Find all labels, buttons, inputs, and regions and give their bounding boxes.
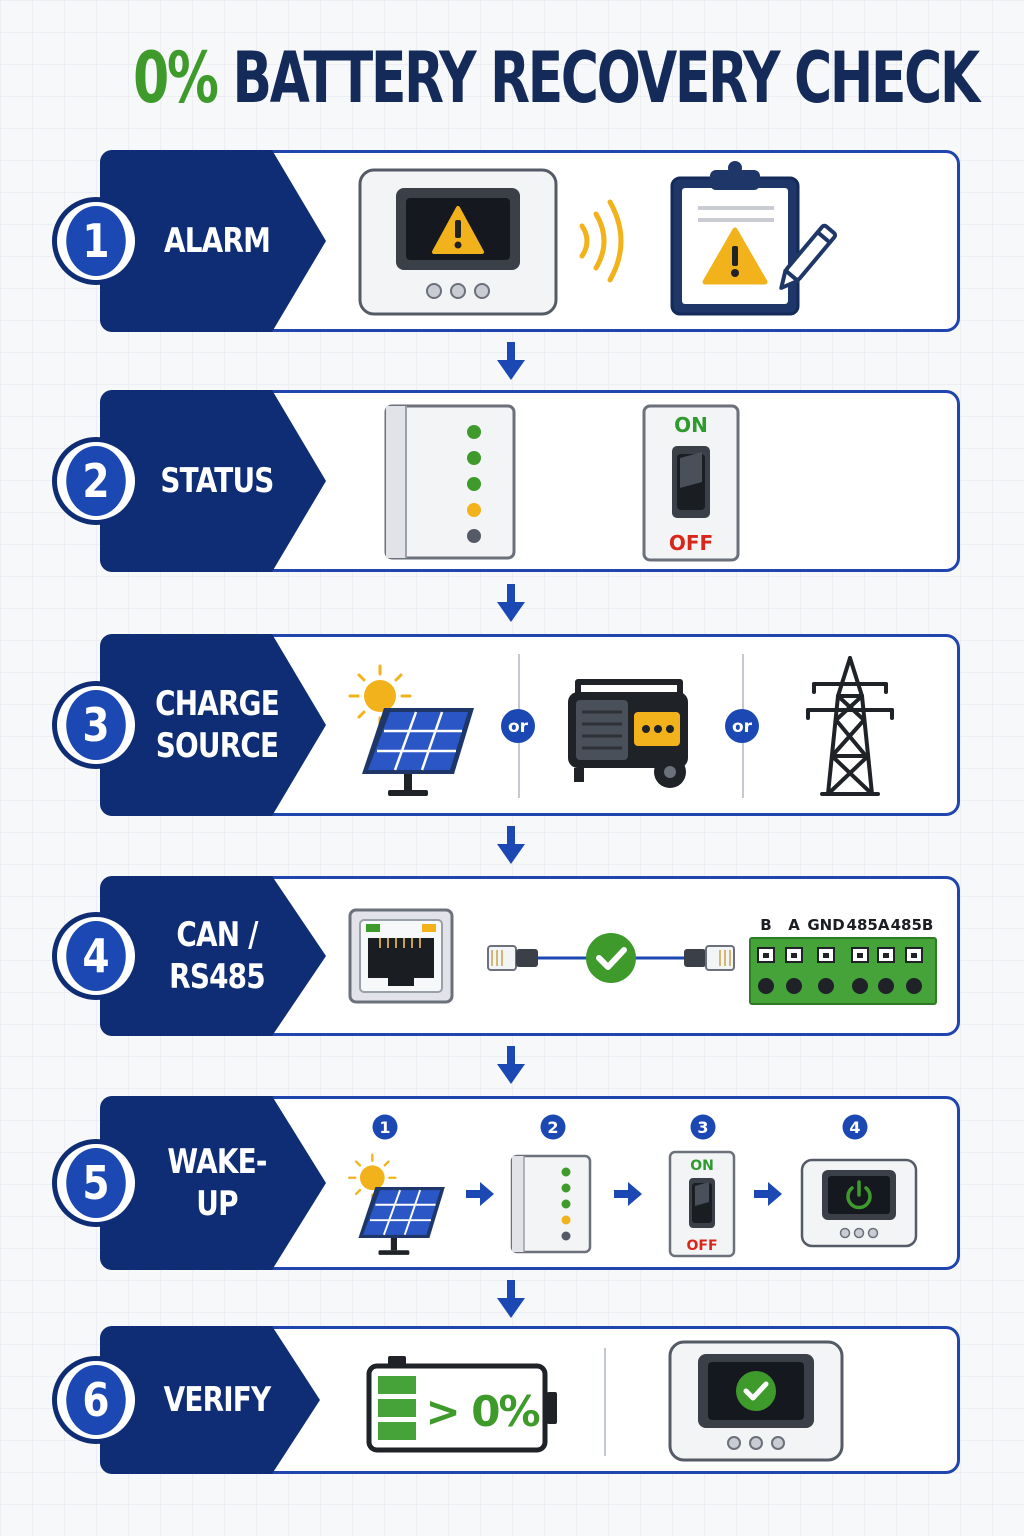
wakeup-seq-badge-3: 3	[690, 1114, 716, 1140]
signal-waves-icon	[579, 199, 624, 283]
flow-arrow-4	[497, 1046, 525, 1084]
cable-check-icon	[487, 933, 735, 983]
battery-level-icon: > 0%	[366, 1354, 560, 1454]
battery-reading: > 0%	[425, 1387, 539, 1436]
step-2-label: STATUS	[160, 461, 274, 501]
step-4-label: CAN /RS485	[169, 915, 265, 997]
svg-text:2: 2	[547, 1118, 558, 1137]
svg-text:1: 1	[379, 1118, 390, 1137]
flow-arrow-right-3	[754, 1182, 782, 1206]
svg-text:3: 3	[697, 1118, 708, 1137]
step-4-number: 4	[52, 912, 140, 1000]
generator-icon	[568, 679, 688, 788]
svg-text:or: or	[732, 717, 753, 737]
switch-off-label: OFF	[669, 531, 713, 555]
step-1-band	[100, 150, 326, 332]
terminal-label-a: A	[788, 916, 800, 934]
step-3-band	[100, 634, 326, 816]
power-pylon-icon	[806, 656, 894, 796]
page-title: 0% BATTERY RECOVERY CHECK	[133, 28, 980, 128]
wakeup-seq-badge-4: 4	[842, 1114, 868, 1140]
separator-line-3	[604, 1348, 606, 1456]
terminal-block-icon: B A GND 485A 485B	[748, 908, 938, 1008]
step-2-band	[100, 390, 326, 572]
flow-arrow-right-2	[614, 1182, 642, 1206]
clipboard-warning-icon	[670, 161, 838, 316]
svg-text:or: or	[508, 717, 529, 737]
switch-on-label: ON	[690, 1158, 714, 1174]
or-badge-1: or	[500, 708, 536, 744]
flow-arrow-right-1	[466, 1182, 494, 1206]
inverter-power-icon	[800, 1158, 918, 1248]
step-1-label: ALARM	[163, 221, 271, 261]
terminal-label-485b: 485B	[891, 916, 934, 934]
battery-module-leds-icon	[510, 1154, 592, 1254]
terminal-label-485a: 485A	[847, 916, 890, 934]
title-text: BATTERY RECOVERY CHECK	[232, 37, 980, 119]
flow-arrow-1	[497, 342, 525, 380]
step-1-number: 1	[52, 197, 140, 285]
step-6-band	[100, 1326, 326, 1474]
step-3-number: 3	[52, 681, 140, 769]
inverter-display-warning-icon	[358, 168, 558, 316]
svg-text:4: 4	[849, 1118, 860, 1137]
switch-on-label: ON	[674, 413, 708, 437]
step-5-label: WAKE-UP	[167, 1142, 267, 1224]
breaker-switch-icon: ON OFF	[642, 404, 740, 562]
step-4-band	[100, 876, 326, 1036]
flow-arrow-3	[497, 826, 525, 864]
rj45-port-icon	[348, 908, 454, 1004]
breaker-switch-icon: ON OFF	[668, 1150, 736, 1258]
solar-panel-icon	[348, 664, 474, 796]
step-2-number: 2	[52, 437, 140, 525]
step-6-number: 6	[52, 1356, 140, 1444]
flow-arrow-2	[497, 584, 525, 622]
wakeup-seq-badge-2: 2	[540, 1114, 566, 1140]
wakeup-seq-badge-1: 1	[372, 1114, 398, 1140]
step-5-band	[100, 1096, 326, 1270]
inverter-check-icon	[668, 1340, 844, 1462]
terminal-label-gnd: GND	[807, 916, 844, 934]
battery-module-leds-icon	[384, 404, 516, 560]
or-badge-2: or	[724, 708, 760, 744]
step-6-label: VERIFY	[163, 1380, 272, 1420]
step-5-number: 5	[52, 1139, 140, 1227]
switch-off-label: OFF	[686, 1238, 717, 1254]
solar-panel-icon	[348, 1153, 445, 1255]
flow-arrow-5	[497, 1280, 525, 1318]
terminal-label-b: B	[760, 916, 771, 934]
title-highlight: 0%	[133, 37, 219, 119]
